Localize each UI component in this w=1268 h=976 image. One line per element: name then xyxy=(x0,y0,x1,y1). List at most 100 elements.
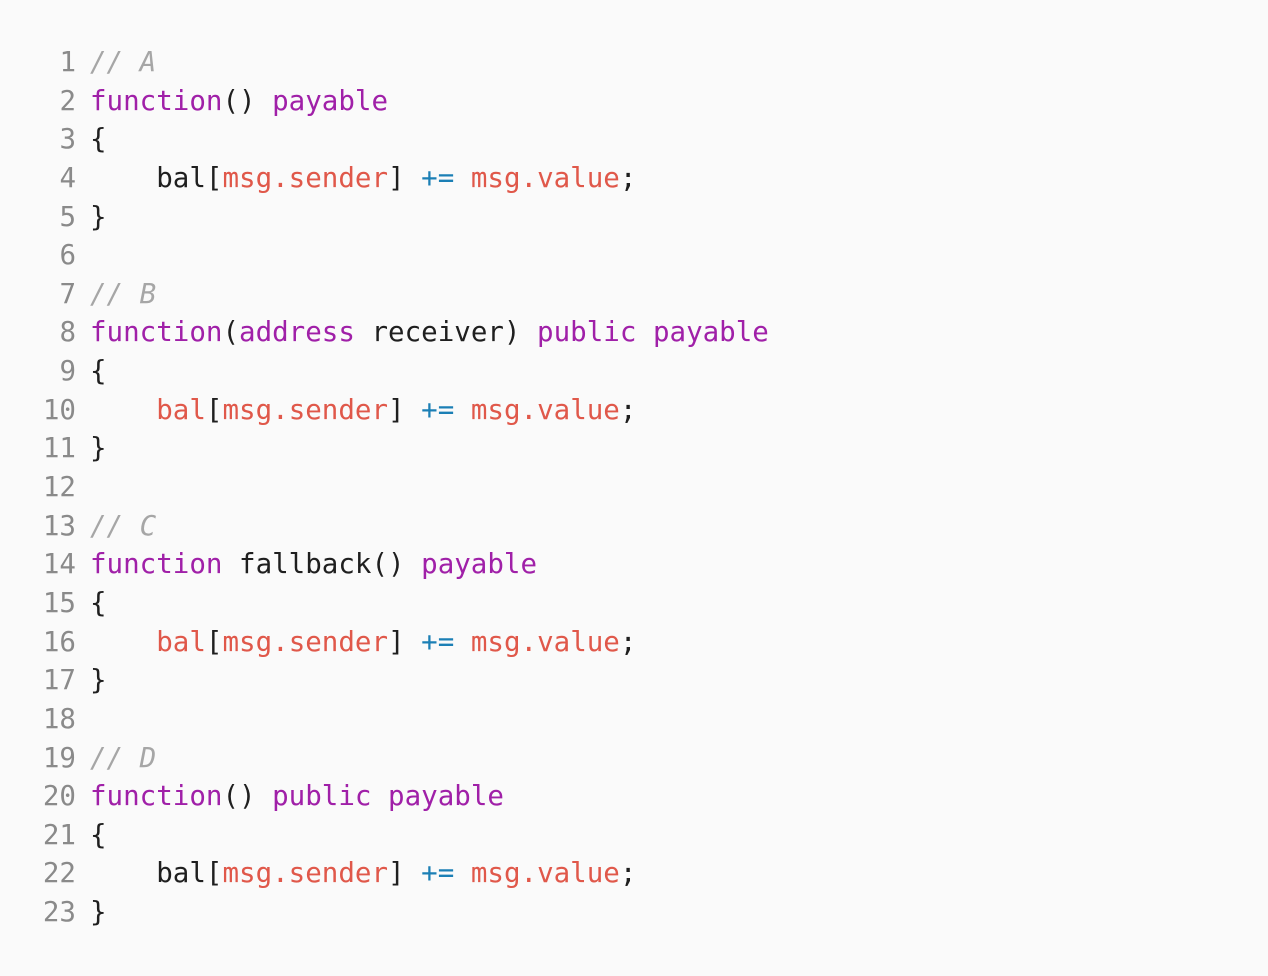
line-code xyxy=(76,468,90,507)
code-token-keyword: function xyxy=(90,84,223,117)
line-code: { xyxy=(76,584,107,623)
line-code: } xyxy=(76,198,107,237)
code-token-plain: ( xyxy=(222,316,240,349)
code-line: 10 bal[msg.sender] += msg.value; xyxy=(0,391,1268,430)
code-token-plain: { xyxy=(90,586,107,619)
code-token-var: msg.value xyxy=(470,161,620,194)
code-line: 11} xyxy=(0,429,1268,468)
code-token-plain: { xyxy=(90,818,107,851)
code-token-comment: // B xyxy=(90,277,157,310)
code-token-var: msg.value xyxy=(470,857,620,890)
line-number: 1 xyxy=(59,46,76,78)
line-number: 7 xyxy=(59,277,76,310)
line-number: 2 xyxy=(59,84,76,117)
code-token-plain xyxy=(454,857,471,889)
code-token-plain: fallback() xyxy=(222,548,422,581)
code-token-var: bal xyxy=(156,625,206,658)
line-code: bal[msg.sender] += msg.value; xyxy=(76,854,636,893)
line-code: function(address receiver) public payabl… xyxy=(76,313,769,352)
line-number: 5 xyxy=(59,200,76,233)
code-token-op: += xyxy=(421,857,455,890)
line-number: 8 xyxy=(59,316,76,349)
line-code: // A xyxy=(76,43,156,82)
code-token-keyword: payable xyxy=(272,84,389,117)
line-code xyxy=(76,236,90,275)
line-code: bal[msg.sender] += msg.value; xyxy=(76,159,636,198)
code-line: 18 xyxy=(0,700,1268,739)
code-token-plain: ; xyxy=(619,857,637,890)
line-number: 19 xyxy=(42,741,76,774)
code-token-var: msg.sender xyxy=(222,857,389,890)
line-code: { xyxy=(76,120,107,159)
code-token-plain: bal[ xyxy=(90,857,223,890)
code-token-var: bal xyxy=(156,393,206,426)
code-token-plain: } xyxy=(90,200,107,233)
code-token-plain xyxy=(636,316,653,348)
code-token-comment: // A xyxy=(90,46,157,78)
line-number: 22 xyxy=(42,857,76,890)
code-token-plain xyxy=(90,394,156,426)
code-token-plain: [ xyxy=(205,393,223,426)
line-code xyxy=(76,700,90,739)
code-line: 17} xyxy=(0,661,1268,700)
code-line: 6 xyxy=(0,236,1268,275)
code-line: 19 // D xyxy=(0,739,1268,778)
code-token-comment: // C xyxy=(90,509,157,542)
code-token-var: msg.sender xyxy=(222,393,389,426)
code-line: 12 xyxy=(0,468,1268,507)
code-line: 3{ xyxy=(0,120,1268,159)
line-number: 18 xyxy=(42,702,76,735)
code-token-plain: ] xyxy=(388,393,422,426)
code-line: 13// C xyxy=(0,507,1268,546)
line-number: 3 xyxy=(59,123,76,156)
code-token-var: msg.value xyxy=(470,393,620,426)
line-number: 6 xyxy=(59,239,76,272)
code-token-plain: () xyxy=(222,84,273,117)
line-code: } xyxy=(76,893,107,932)
code-line: 7 // B xyxy=(0,275,1268,314)
line-number: 21 xyxy=(42,818,76,851)
line-code: // C xyxy=(76,507,156,546)
line-code: { xyxy=(76,816,107,855)
line-code: function fallback() payable xyxy=(76,545,537,584)
line-code: bal[msg.sender] += msg.value; xyxy=(76,391,636,430)
code-token-plain: } xyxy=(90,896,107,929)
code-line: 16 bal[msg.sender] += msg.value; xyxy=(0,623,1268,662)
line-code: // D xyxy=(76,739,156,778)
line-number: 4 xyxy=(59,161,76,194)
code-line: 5} xyxy=(0,198,1268,237)
code-token-plain: ; xyxy=(619,161,637,194)
line-number: 11 xyxy=(42,432,76,465)
code-token-plain: ] xyxy=(388,625,422,658)
code-token-var: msg.sender xyxy=(222,625,389,658)
line-number: 10 xyxy=(42,393,76,426)
code-line: 23} xyxy=(0,893,1268,932)
line-code: // B xyxy=(76,275,156,314)
line-code: function() payable xyxy=(76,82,388,121)
line-number: 14 xyxy=(42,548,76,581)
line-code: function() public payable xyxy=(76,777,504,816)
code-token-plain xyxy=(454,394,471,426)
code-line: 4 bal[msg.sender] += msg.value; xyxy=(0,159,1268,198)
code-line: 21 { xyxy=(0,816,1268,855)
code-token-keyword: public xyxy=(537,316,637,349)
code-token-plain: ; xyxy=(619,393,637,426)
code-token-plain: bal[ xyxy=(90,161,223,194)
code-line: 15{ xyxy=(0,584,1268,623)
code-token-plain xyxy=(454,626,471,658)
code-token-plain: () xyxy=(222,780,273,813)
code-token-keyword: payable xyxy=(421,548,538,581)
code-token-op: += xyxy=(421,161,455,194)
code-token-plain xyxy=(371,780,388,812)
code-token-plain: [ xyxy=(205,625,223,658)
code-token-plain: } xyxy=(90,432,107,465)
code-token-comment: // D xyxy=(90,741,157,774)
code-token-keyword: payable xyxy=(388,780,504,813)
line-code: { xyxy=(76,352,107,391)
code-token-plain: { xyxy=(90,123,107,156)
line-number: 12 xyxy=(42,471,76,504)
code-token-plain: ; xyxy=(619,625,637,658)
